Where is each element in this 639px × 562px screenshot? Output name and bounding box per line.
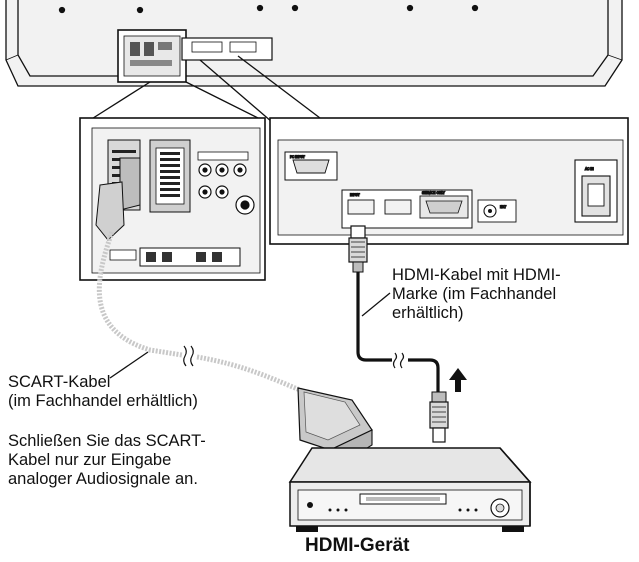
left-terminal-panel (79, 117, 266, 281)
hdmi-cable-label-line-1: HDMI-Kabel mit HDMI- (392, 266, 561, 284)
right-terminal-panel: PC INPUT INPUT SERVICE ONLY EXT AC IN (269, 117, 629, 245)
hdmi-device (288, 447, 532, 532)
scart-cable-label-line-2: (im Fachhandel erhältlich) (8, 392, 198, 410)
hdmi-cable-label-line-2: Marke (im Fachhandel (392, 285, 557, 303)
hdmi-cable (348, 225, 449, 443)
scart-note-line-1: Schließen Sie das SCART- (8, 432, 206, 450)
hdmi-cable-label-line-3: erhältlich) (392, 304, 464, 322)
cable-break-icon (183, 345, 194, 367)
input-hdmi-label: INPUT (350, 193, 360, 197)
service-only-label: SERVICE ONLY (422, 191, 445, 195)
scart-note-line-3: analoger Audiosignale an. (8, 470, 198, 488)
scart-cable (96, 231, 373, 466)
scart-cable-label: SCART-Kabel (im Fachhandel erhältlich) (8, 373, 198, 411)
scart-note: Schließen Sie das SCART- Kabel nur zur E… (8, 432, 206, 489)
scart-note-line-2: Kabel nur zur Eingabe (8, 451, 172, 469)
up-arrow-icon (449, 368, 467, 392)
hdmi-cable-label: HDMI-Kabel mit HDMI- Marke (im Fachhande… (392, 266, 561, 323)
tv-rear (5, 0, 623, 123)
pc-input-label: PC INPUT (290, 155, 305, 159)
ac-in-label: AC IN (585, 167, 594, 171)
device-label: HDMI-Gerät (305, 535, 410, 556)
ext-label: EXT (500, 205, 506, 209)
cable-break-icon (392, 352, 405, 369)
scart-cable-label-line-1: SCART-Kabel (8, 373, 111, 391)
